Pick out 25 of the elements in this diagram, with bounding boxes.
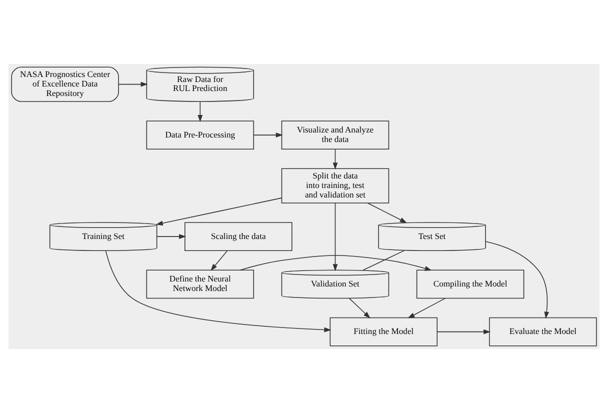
connector	[362, 250, 404, 270]
arrow	[348, 298, 370, 318]
node-box: Split the data into training, test and validation set	[281, 168, 390, 204]
arrow	[118, 82, 148, 87]
arrow	[105, 250, 332, 332]
arrow	[198, 101, 203, 122]
node-box: Scaling the data	[184, 222, 292, 251]
arrow	[485, 241, 550, 319]
arrow	[253, 132, 283, 138]
arrow	[240, 254, 432, 271]
node-box: Evaluate the Model	[489, 317, 597, 346]
arrow	[156, 198, 282, 226]
node-box: NASA Prognostics Center of Excellence Data Repository	[11, 66, 119, 102]
arrow	[367, 202, 407, 224]
arrow	[156, 234, 186, 240]
arrow	[332, 202, 338, 272]
arrow	[436, 329, 491, 334]
arrow	[210, 250, 228, 271]
node-box: Data Pre-Processing	[146, 120, 254, 150]
arrow	[332, 148, 338, 170]
arrow	[408, 298, 446, 318]
node-box: Fitting the Model	[330, 317, 438, 346]
node-box: Compiling the Model	[416, 270, 524, 299]
node-box: Visualize and Analyze the data	[281, 120, 390, 150]
node-box: Define the Neural Network Model	[146, 270, 254, 299]
